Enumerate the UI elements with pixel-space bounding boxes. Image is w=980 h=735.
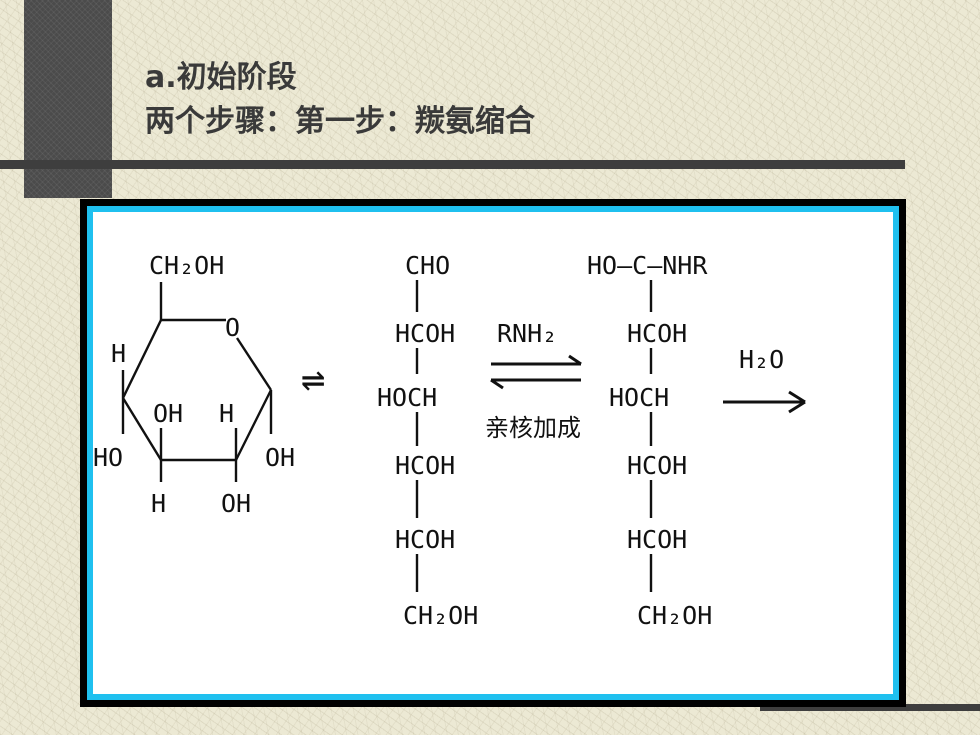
pyranose-ring: CH₂OH O H HO OH H H OH [93,251,295,518]
reagent-label: RNH₂ [497,319,557,348]
slide-title: a.初始阶段 两个步骤：第一步：羰氨缩合 [145,56,535,144]
ring-bond [234,389,273,461]
forward-arrow-head [568,354,582,366]
header-divider [0,160,905,169]
ring-oxygen-label: O [225,313,240,342]
reverse-arrow-head [490,378,504,390]
ring-ho-left: HO [93,443,123,472]
adduct-group: HOCH [609,383,669,412]
diagram-panel: CH₂OH O H HO OH H H OH [87,206,899,700]
open-chain-structure: CHO HCOH HOCH HCOH HCOH CH₂OH [377,251,478,630]
open-chain-group: HOCH [377,383,437,412]
ring-h-left: H [111,339,126,368]
ring-h-inner: H [219,399,234,428]
ring-oh-inner: OH [153,399,183,428]
open-chain-group: CHO [405,251,450,280]
open-chain-group: HCOH [395,319,455,348]
title-line-1: a.初始阶段 [145,60,297,95]
ring-ch2oh-label: CH₂OH [149,251,224,280]
reagent-arrow: RNH₂ 亲核加成 [485,319,582,442]
ring-bond [121,319,163,399]
reaction-type-label: 亲核加成 [485,414,581,442]
adduct-group: HCOH [627,319,687,348]
open-chain-group: CH₂OH [403,601,478,630]
ring-h-bottom: H [151,489,166,518]
open-chain-group: HCOH [395,525,455,554]
dehydration-arrow-head [788,400,806,414]
open-chain-group: HCOH [395,451,455,480]
adduct-group: HO—C—NHR [587,251,708,280]
adduct-structure: HO—C—NHR HCOH HOCH HCOH HCOH CH₂OH [587,251,712,630]
footer-divider [760,704,980,711]
ring-oh-right: OH [265,443,295,472]
adduct-group: HCOH [627,451,687,480]
diagram-frame: CH₂OH O H HO OH H H OH [80,199,906,707]
title-line-2: 两个步骤：第一步：羰氨缩合 [145,104,535,139]
water-label: H₂O [739,345,784,374]
equilibrium-arrow: ⇌ [301,356,325,402]
adduct-group: HCOH [627,525,687,554]
ring-oh-bottom: OH [221,489,251,518]
equilibrium-glyph: ⇌ [301,356,325,402]
ring-bond [235,337,273,391]
dehydration-arrow: H₂O [723,345,806,414]
reaction-diagram: CH₂OH O H HO OH H H OH [93,251,806,630]
dehydration-arrow-head [788,390,806,404]
adduct-group: CH₂OH [637,601,712,630]
ring-bond [121,397,163,461]
